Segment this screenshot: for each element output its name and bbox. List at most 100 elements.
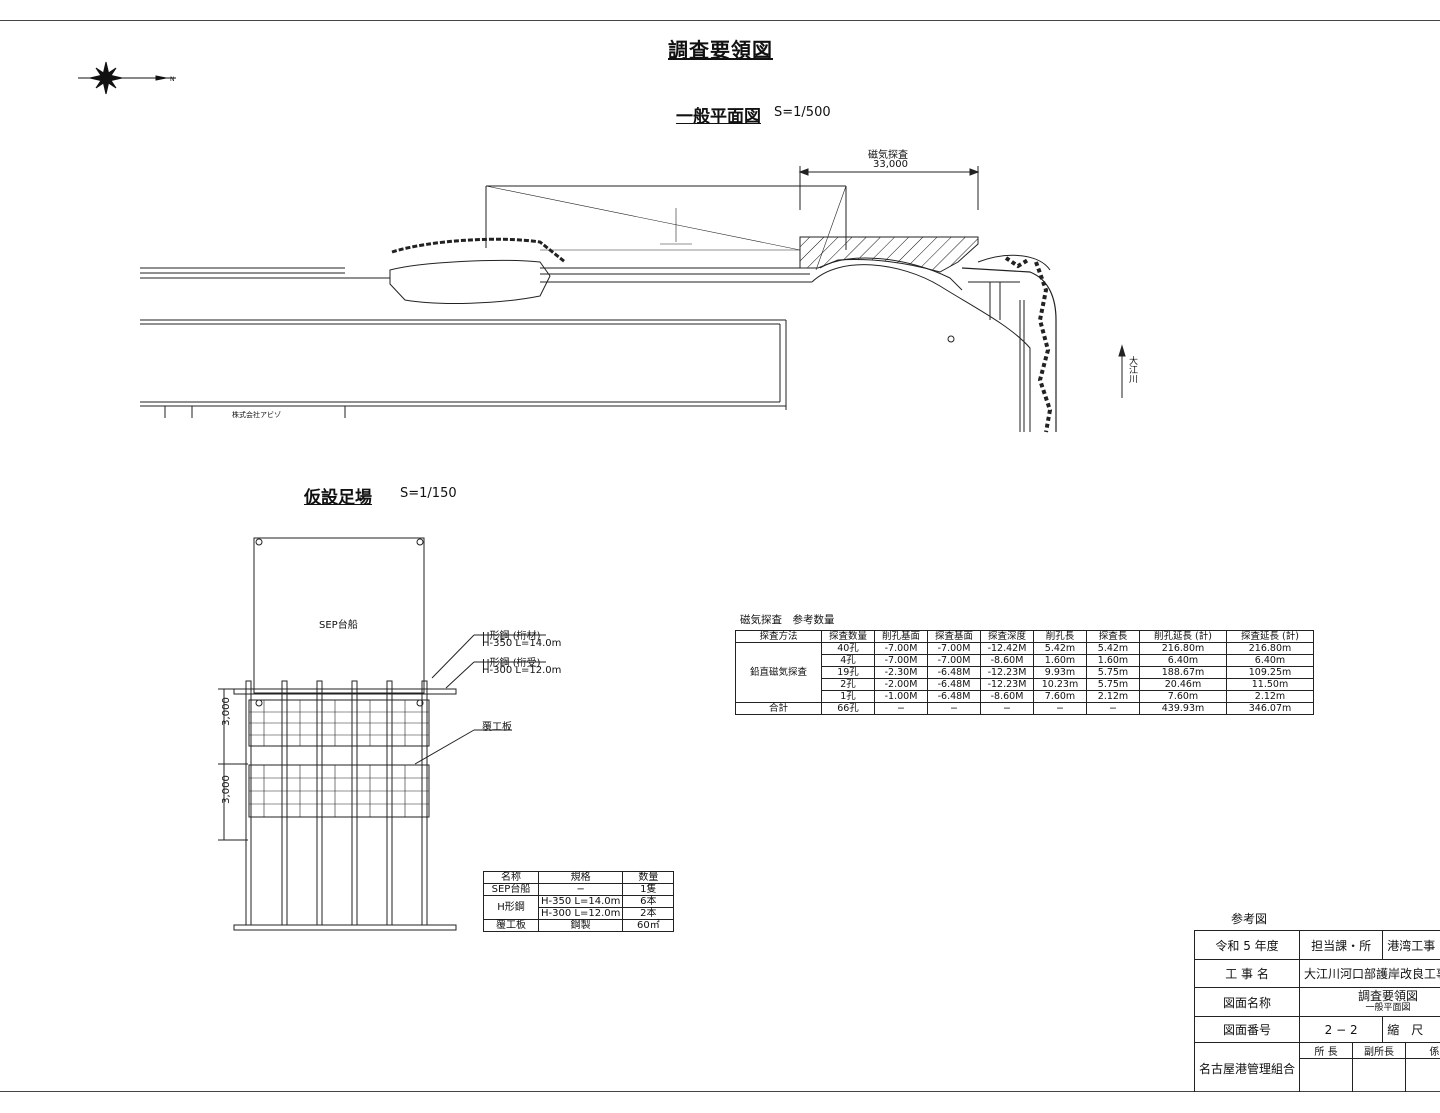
survey-cell: -12.23M <box>980 666 1034 679</box>
role-chief: 所 長 <box>1300 1043 1354 1059</box>
year: 令和 5 年度 <box>1194 930 1301 960</box>
survey-cell: − <box>1086 702 1140 715</box>
survey-cell: 1.60m <box>1086 654 1140 667</box>
survey-header: 削孔延長 (計) <box>1139 630 1227 643</box>
survey-cell: 5.75m <box>1086 678 1140 691</box>
survey-cell: 2孔 <box>821 678 875 691</box>
plan-scale: S=1/500 <box>774 105 831 120</box>
survey-header: 探査数量 <box>821 630 875 643</box>
materials-header-qty: 数量 <box>622 871 675 884</box>
work-value: 大江川河口部護岸改良工事（そ <box>1299 959 1440 988</box>
dept-value: 港湾工事 <box>1382 930 1440 960</box>
survey-cell: -7.00M <box>874 654 928 667</box>
survey-cell: 9.93m <box>1033 666 1087 679</box>
survey-cell: 6.40m <box>1226 654 1314 667</box>
sheet-border-top <box>0 20 1440 21</box>
survey-cell: − <box>1033 702 1087 715</box>
survey-header: 削孔長 <box>1033 630 1087 643</box>
survey-cell: − <box>927 702 981 715</box>
survey-cell: 11.50m <box>1226 678 1314 691</box>
survey-cell: -7.00M <box>927 642 981 655</box>
survey-cell: 7.60m <box>1033 690 1087 703</box>
survey-cell: − <box>874 702 928 715</box>
drawing-name-value: 調査要領図 <box>1358 989 1419 1003</box>
survey-cell: -7.00M <box>927 654 981 667</box>
cover-plate-label: 覆工板 <box>482 722 512 733</box>
survey-cell: 7.60m <box>1139 690 1227 703</box>
h-beam-girder-spec: H-350 L=14.0m <box>482 638 562 649</box>
drawing-number-label: 図面番号 <box>1194 1016 1301 1043</box>
survey-header: 削孔基面 <box>874 630 928 643</box>
h-beam-support-spec: H-300 L=12.0m <box>482 665 562 676</box>
drawing-name-sub: 一般平面図 <box>1365 1003 1411 1013</box>
survey-cell: 5.42m <box>1033 642 1087 655</box>
svg-text:N: N <box>170 76 175 83</box>
materials-cell: 覆工板 <box>483 919 539 932</box>
survey-cell: 10.23m <box>1033 678 1087 691</box>
mag-survey-label: 磁気探査 <box>868 150 908 161</box>
materials-cell: H-300 L=12.0m <box>537 907 624 920</box>
materials-cell: 60㎡ <box>622 919 675 932</box>
h-beam-girder-label: H形鋼 (桁材) <box>482 631 541 642</box>
materials-header-name: 名称 <box>483 871 539 884</box>
survey-cell: 188.67m <box>1139 666 1227 679</box>
scale-label: 縮 尺 <box>1382 1016 1440 1043</box>
sheet-border-bottom <box>0 1091 1440 1092</box>
survey-cell: 2.12m <box>1086 690 1140 703</box>
plan-title: 一般平面図 <box>676 107 761 127</box>
work-label: 工 事 名 <box>1194 959 1301 988</box>
survey-cell: 合計 <box>735 702 822 715</box>
survey-cell: 346.07m <box>1226 702 1314 715</box>
survey-cell: 1.60m <box>1033 654 1087 667</box>
materials-cell: H形鋼 <box>483 895 539 920</box>
survey-cell: -2.30M <box>874 666 928 679</box>
drawing-number-value: 2 − 2 <box>1299 1016 1384 1043</box>
materials-cell: 2本 <box>622 907 675 920</box>
sep-barge-label: SEP台船 <box>319 620 358 631</box>
survey-cell: 5.42m <box>1086 642 1140 655</box>
survey-header: 探査方法 <box>735 630 822 643</box>
survey-cell: -8.60M <box>980 690 1034 703</box>
drawing-name-label: 図面名称 <box>1194 987 1301 1017</box>
materials-table: 名称 規格 数量 SEP台船 − 1隻 H形鋼 H-350 L=14.0m 6本… <box>483 871 675 932</box>
drawing-title: 調査要領図 <box>668 38 773 62</box>
survey-cell: 216.80m <box>1226 642 1314 655</box>
materials-row: H形鋼 H-350 L=14.0m 6本 <box>483 895 675 920</box>
materials-cell: SEP台船 <box>483 883 539 896</box>
survey-cell: -6.48M <box>927 678 981 691</box>
role-deputy: 副所長 <box>1352 1043 1407 1059</box>
survey-cell: -12.23M <box>980 678 1034 691</box>
survey-cell: 40孔 <box>821 642 875 655</box>
materials-cell: 6本 <box>622 895 675 908</box>
survey-table: 探査方法 探査数量 削孔基面 探査基面 探査深度 削孔長 探査長 削孔延長 (計… <box>735 630 1314 715</box>
scaffold-scale: S=1/150 <box>400 486 457 501</box>
materials-row: 覆工板 鋼製 60㎡ <box>483 919 675 932</box>
survey-header: 探査延長 (計) <box>1226 630 1314 643</box>
survey-header: 探査深度 <box>980 630 1034 643</box>
materials-cell: H-350 L=14.0m <box>537 895 624 908</box>
title-block-caption: 参考図 <box>1231 912 1268 926</box>
survey-cell: 109.25m <box>1226 666 1314 679</box>
title-block: 令和 5 年度 担当課・所 港湾工事 工 事 名 大江川河口部護岸改良工事（そ … <box>1194 930 1440 1092</box>
role-subchief: 係 長 <box>1405 1043 1440 1059</box>
survey-cell: -7.00M <box>874 642 928 655</box>
survey-header: 探査基面 <box>927 630 981 643</box>
survey-row: 19孔 -2.30M -6.48M -12.23M 9.93m 5.75m 18… <box>736 666 1314 679</box>
survey-cell: 439.93m <box>1139 702 1227 715</box>
survey-cell: -6.48M <box>927 690 981 703</box>
survey-cell: -1.00M <box>874 690 928 703</box>
survey-cell: 2.12m <box>1226 690 1314 703</box>
survey-cell: -2.00M <box>874 678 928 691</box>
survey-cell: -12.42M <box>980 642 1034 655</box>
dept-label: 担当課・所 <box>1299 930 1384 960</box>
survey-row: 4孔 -7.00M -7.00M -8.60M 1.60m 1.60m 6.40… <box>736 654 1314 667</box>
survey-method: 鉛直磁気探査 <box>735 642 822 703</box>
h-beam-support-label: H形鋼 (桁受) <box>482 658 541 669</box>
survey-cell: 6.40m <box>1139 654 1227 667</box>
materials-cell: 鋼製 <box>537 919 624 932</box>
survey-cell: 20.46m <box>1139 678 1227 691</box>
survey-header: 探査長 <box>1086 630 1140 643</box>
